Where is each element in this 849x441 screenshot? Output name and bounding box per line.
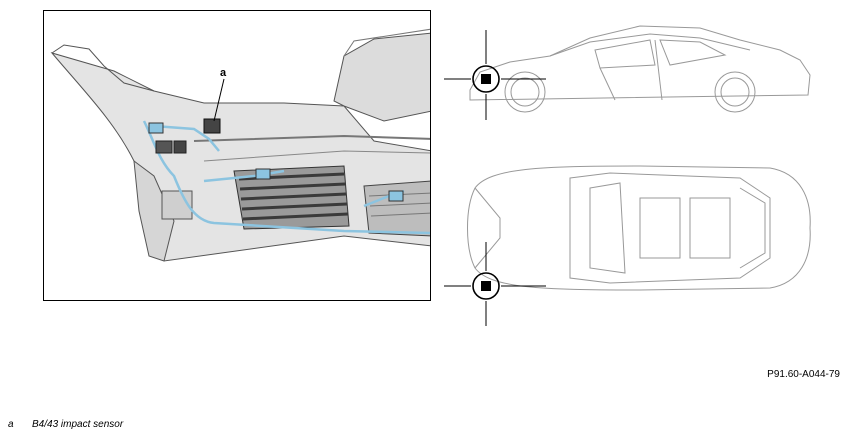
- sensor-location-marker-icon: [444, 30, 546, 120]
- impact-sensor: [203, 118, 221, 134]
- legend: a B4/43 impact sensor: [8, 419, 123, 430]
- wiring-harness: [142, 120, 430, 235]
- detail-illustration: a: [43, 10, 431, 301]
- legend-key: a: [8, 419, 14, 430]
- figure-identifier: P91.60-A044-79: [767, 369, 840, 380]
- sensor-location-marker-icon: [444, 242, 546, 326]
- legend-text: B4/43 impact sensor: [32, 419, 124, 430]
- callout-letter-a: a: [220, 67, 227, 79]
- car-side-view-icon: [444, 25, 811, 120]
- car-top-view-icon: [444, 165, 811, 326]
- bumper-illustration: [44, 28, 430, 300]
